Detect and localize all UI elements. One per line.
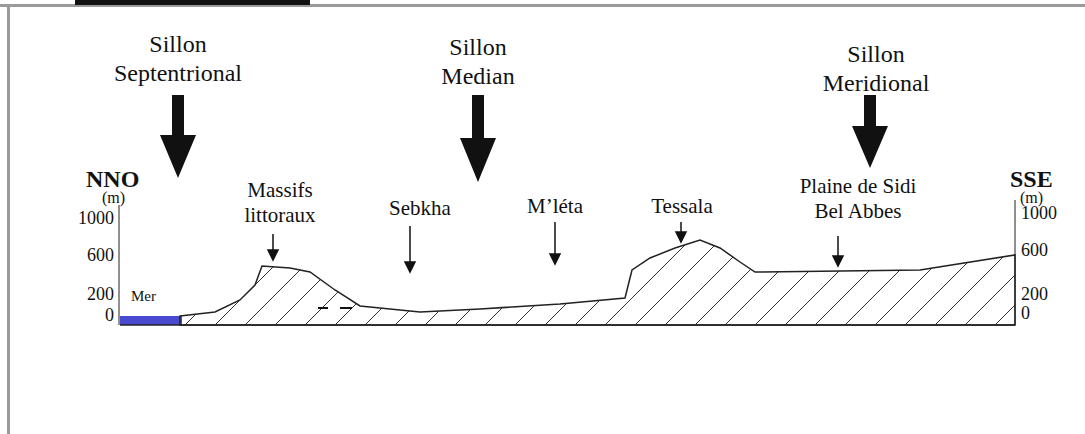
sea-label: Mer <box>131 287 176 305</box>
place-label: Sebkha <box>360 196 480 221</box>
leader-head <box>833 256 843 266</box>
big-arrow <box>460 95 496 182</box>
place-label: Plaine de Sidi Bel Abbes <box>791 174 926 224</box>
sillon-label: Sillon Median <box>423 33 533 91</box>
frame-left <box>7 4 10 434</box>
leader-head <box>550 254 560 264</box>
leader-head <box>268 250 278 260</box>
place-label: M’léta <box>495 194 615 219</box>
axis-value: 600 <box>54 245 114 267</box>
left-axis <box>119 205 120 325</box>
terrain-profile <box>180 240 1015 325</box>
leader-line <box>409 226 411 266</box>
axis-value: 1000 <box>1021 203 1081 225</box>
dash-mark <box>340 307 352 309</box>
dash-mark <box>318 307 328 309</box>
axis-value: 600 <box>1021 240 1081 262</box>
leader-head <box>676 232 686 242</box>
right-axis <box>1015 200 1016 325</box>
unit-label: (m) <box>102 188 142 207</box>
sillon-label: Sillon Meridional <box>806 40 946 98</box>
place-label: Massifs littoraux <box>225 178 335 228</box>
place-label: Tessala <box>622 194 742 219</box>
axis-value: 1000 <box>54 208 114 230</box>
leader-line <box>554 222 556 258</box>
leader-head <box>405 262 415 272</box>
direction-label: NNO <box>86 165 166 194</box>
sea <box>120 316 182 325</box>
base-line <box>120 324 1015 326</box>
axis-value: 0 <box>1021 303 1081 325</box>
leader-arrows <box>268 222 843 272</box>
big-arrow <box>852 95 888 168</box>
big-arrow <box>160 95 196 178</box>
axis-value: 200 <box>1021 284 1081 306</box>
frame-tab <box>75 0 310 5</box>
axis-value: 0 <box>54 305 114 327</box>
axis-value: 200 <box>54 284 114 306</box>
sillon-label: Sillon Septentrional <box>93 30 263 88</box>
